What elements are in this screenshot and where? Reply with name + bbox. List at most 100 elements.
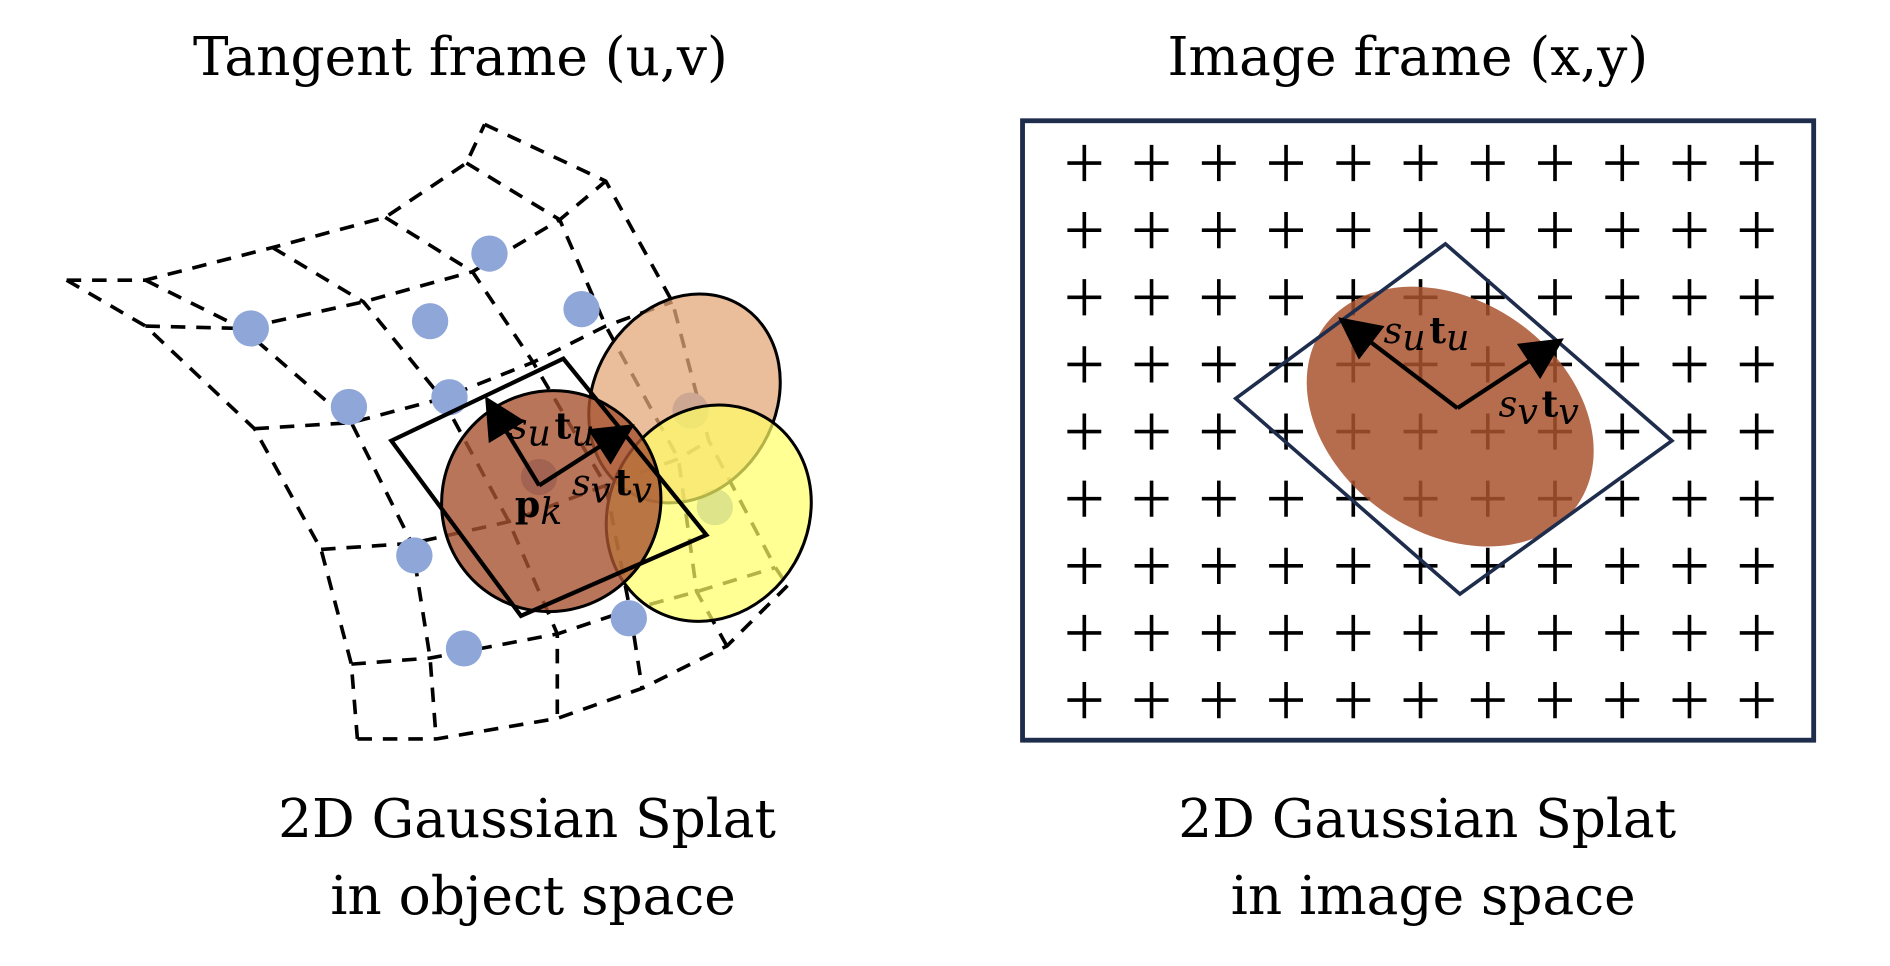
pixel-center-marker	[1201, 681, 1236, 719]
pixel-center-marker	[1067, 681, 1102, 719]
surface-point	[232, 310, 269, 347]
pixel-center-marker	[1538, 212, 1572, 249]
pixel-center-marker	[1739, 413, 1774, 450]
pixel-center-marker	[1201, 547, 1236, 584]
grid-line-v	[144, 278, 438, 740]
pixel-center-marker	[1739, 547, 1774, 584]
pixel-center-marker	[1201, 279, 1236, 316]
pixel-center-marker	[1739, 346, 1774, 383]
tv-arrow	[537, 424, 635, 488]
pixel-center-marker	[1403, 681, 1438, 719]
pixel-center-marker	[1538, 614, 1572, 652]
pixel-center-marker	[1739, 212, 1774, 249]
pixel-center-marker	[1538, 547, 1572, 584]
pixel-center-marker	[1470, 681, 1505, 719]
surface-point	[411, 303, 449, 340]
pixel-center-marker	[1538, 279, 1572, 316]
pixel-center-marker	[1201, 413, 1236, 450]
image-frame	[1020, 118, 1817, 743]
pixel-center-marker	[1336, 614, 1371, 652]
left-title: Tangent frame (u,v)	[193, 26, 728, 88]
pixel-center-marker	[1134, 413, 1169, 450]
pixel-center-marker	[1269, 480, 1304, 517]
pixel-center-marker	[1672, 144, 1707, 182]
pixel-center-marker	[1672, 413, 1707, 450]
pixel-center-marker	[1134, 144, 1169, 182]
grid-line-v	[65, 278, 360, 740]
pixel-center-marker	[1269, 346, 1304, 383]
pixel-center-marker	[1605, 614, 1640, 652]
pixel-center-marker	[1134, 346, 1169, 383]
pixel-center-marker	[1067, 212, 1102, 249]
left-caption-line1: 2D Gaussian Splat	[278, 788, 776, 850]
pixel-center-marker	[1067, 614, 1102, 652]
surface-point	[610, 600, 647, 637]
pixel-center-marker	[1067, 144, 1102, 182]
surface-point	[330, 388, 368, 426]
pixel-center-marker	[1269, 547, 1304, 584]
pixel-center-marker	[1605, 212, 1640, 249]
pixel-center-marker	[1672, 681, 1707, 719]
pixel-center-marker	[1605, 547, 1640, 584]
projected-square	[1232, 241, 1675, 597]
right-caption-line2: in image space	[1231, 865, 1636, 927]
surface-point	[396, 537, 433, 574]
pixel-center-marker	[1269, 614, 1304, 652]
pixel-center-marker	[1134, 279, 1169, 316]
pixel-center-marker	[1134, 212, 1169, 249]
pixel-center-marker	[1605, 413, 1640, 450]
pixel-center-marker	[1067, 480, 1102, 517]
pixel-center-marker	[1605, 480, 1640, 517]
pixel-center-marker	[1336, 212, 1371, 249]
pixel-center-marker	[1672, 547, 1707, 584]
pixel-center-marker	[1538, 144, 1572, 182]
pixel-center-marker	[1403, 144, 1438, 182]
pixel-center-marker	[1269, 212, 1304, 249]
pixel-center-marker	[1605, 346, 1640, 383]
surface-point	[445, 630, 483, 667]
pixel-center-marker	[1739, 279, 1774, 316]
pixel-center-marker	[1134, 614, 1169, 652]
image-tv-arrow	[1456, 338, 1564, 410]
pixel-center-marker	[1201, 480, 1236, 517]
pixel-center-marker	[1538, 681, 1572, 719]
pixel-center-marker	[1739, 144, 1774, 182]
image-tu-arrow	[1338, 317, 1459, 410]
pixel-center-marker	[1134, 547, 1169, 584]
pixel-center-marker	[1470, 144, 1505, 182]
pixel-center-marker	[1067, 547, 1102, 584]
pixel-center-marker	[1201, 212, 1236, 249]
pixel-center-marker	[1134, 480, 1169, 517]
pixel-center-marker	[1470, 614, 1505, 652]
pixel-center-marker	[1470, 212, 1505, 249]
pixel-center-marker	[1605, 144, 1640, 182]
left-caption-line2: in object space	[330, 865, 735, 927]
pixel-center-marker	[1672, 279, 1707, 316]
pixel-center-marker	[1739, 681, 1774, 719]
surface-point	[471, 235, 508, 272]
grid-line-u	[66, 123, 487, 282]
pixel-center-marker	[1739, 480, 1774, 517]
pixel-center-marker	[1067, 346, 1102, 383]
pixel-center-marker	[1336, 144, 1371, 182]
pixel-center-marker	[1269, 279, 1304, 316]
pixel-center-marker	[1739, 614, 1774, 652]
pixel-center-marker	[1672, 480, 1707, 517]
pixel-center-marker	[1201, 346, 1236, 383]
pixel-center-marker	[1403, 212, 1438, 249]
pixel-center-marker	[1605, 279, 1640, 316]
surface-point	[431, 379, 468, 416]
pixel-center-marker	[1336, 681, 1371, 719]
tu-arrow	[485, 396, 541, 487]
pixel-center-marker	[1134, 681, 1169, 719]
pixel-center-marker	[1067, 413, 1102, 450]
pixel-center-marker	[1672, 212, 1707, 249]
grid-line-u	[254, 300, 674, 431]
